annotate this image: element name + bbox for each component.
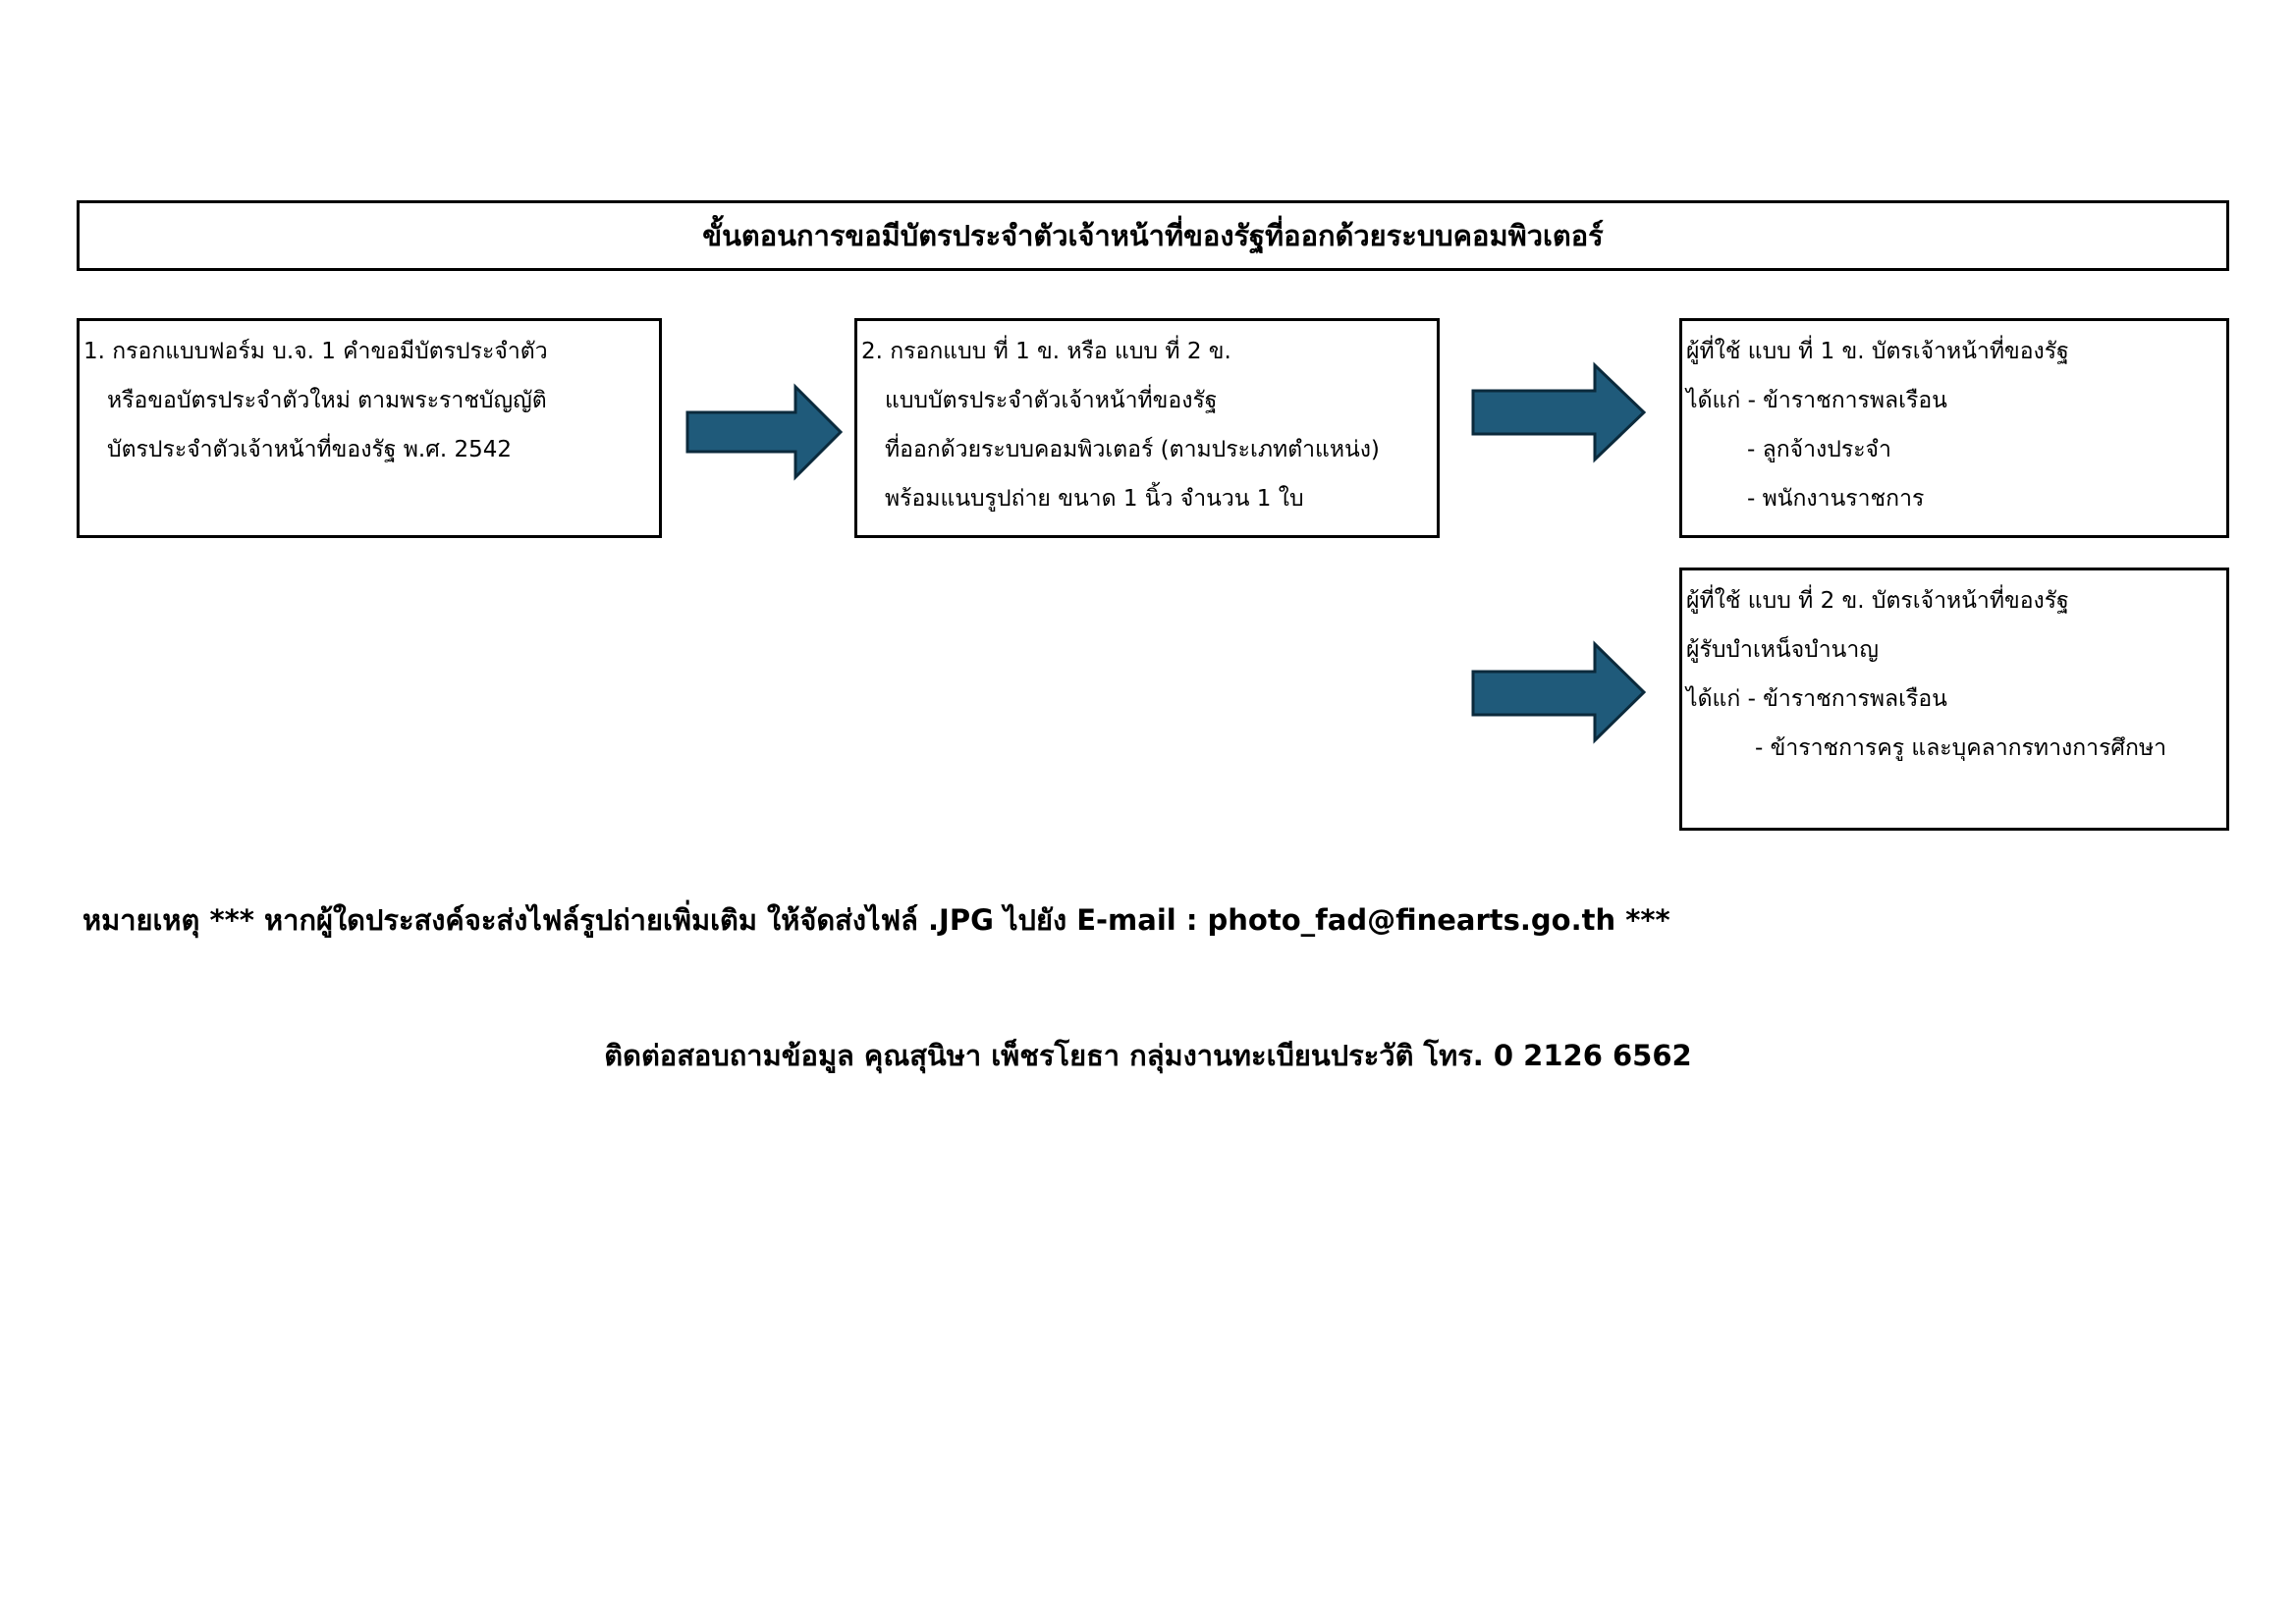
diagram-title-box: ขั้นตอนการขอมีบัตรประจำตัวเจ้าหน้าที่ของ… xyxy=(77,200,2229,271)
note-text: หมายเหตุ *** หากผู้ใดประสงค์จะส่งไฟล์รูป… xyxy=(82,903,1670,937)
arrow-right-icon xyxy=(1471,640,1647,744)
step2-line-1: 2. กรอกแบบ ที่ 1 ข. หรือ แบบ ที่ 2 ข. xyxy=(861,339,1231,364)
form1-line-2: ได้แก่ - ข้าราชการพลเรือน xyxy=(1686,388,1947,413)
step1-line-3: บัตรประจำตัวเจ้าหน้าที่ของรัฐ พ.ศ. 2542 xyxy=(107,437,513,462)
form1-line-4: - พนักงานราชการ xyxy=(1747,486,1925,512)
form2-line-3: ได้แก่ - ข้าราชการพลเรือน xyxy=(1686,686,1947,712)
step2-line-4: พร้อมแนบรูปถ่าย ขนาด 1 นิ้ว จำนวน 1 ใบ xyxy=(885,486,1304,512)
form1-box: ผู้ที่ใช้ แบบ ที่ 1 ข. บัตรเจ้าหน้าที่ขอ… xyxy=(1679,318,2229,538)
contact-text: ติดต่อสอบถามข้อมูล คุณสุนิษา เพ็ชรโยธา ก… xyxy=(604,1039,1692,1072)
step2-line-3: ที่ออกด้วยระบบคอมพิวเตอร์ (ตามประเภทตำแห… xyxy=(885,437,1380,462)
arrow-shape xyxy=(685,383,844,481)
form2-line-4: - ข้าราชการครู และบุคลากรทางการศึกษา xyxy=(1755,735,2167,761)
arrow-shape xyxy=(1471,640,1647,744)
arrow-shape xyxy=(1471,361,1647,463)
arrow-right-icon xyxy=(685,383,844,481)
form1-line-3: - ลูกจ้างประจำ xyxy=(1747,437,1891,462)
step1-line-1: 1. กรอกแบบฟอร์ม บ.จ. 1 คำขอมีบัตรประจำตั… xyxy=(83,339,548,364)
form2-line-1: ผู้ที่ใช้ แบบ ที่ 2 ข. บัตรเจ้าหน้าที่ขอ… xyxy=(1686,588,2069,614)
diagram-title: ขั้นตอนการขอมีบัตรประจำตัวเจ้าหน้าที่ของ… xyxy=(702,219,1604,252)
step1-line-2: หรือขอบัตรประจำตัวใหม่ ตามพระราชบัญญัติ xyxy=(107,388,547,413)
form2-line-2: ผู้รับบำเหน็จบำนาญ xyxy=(1686,637,1879,663)
form1-line-1: ผู้ที่ใช้ แบบ ที่ 1 ข. บัตรเจ้าหน้าที่ขอ… xyxy=(1686,339,2069,364)
step1-box: 1. กรอกแบบฟอร์ม บ.จ. 1 คำขอมีบัตรประจำตั… xyxy=(77,318,662,538)
form2-box: ผู้ที่ใช้ แบบ ที่ 2 ข. บัตรเจ้าหน้าที่ขอ… xyxy=(1679,568,2229,831)
step2-box: 2. กรอกแบบ ที่ 1 ข. หรือ แบบ ที่ 2 ข. แบ… xyxy=(854,318,1440,538)
arrow-right-icon xyxy=(1471,361,1647,463)
step2-line-2: แบบบัตรประจำตัวเจ้าหน้าที่ของรัฐ xyxy=(885,388,1218,413)
